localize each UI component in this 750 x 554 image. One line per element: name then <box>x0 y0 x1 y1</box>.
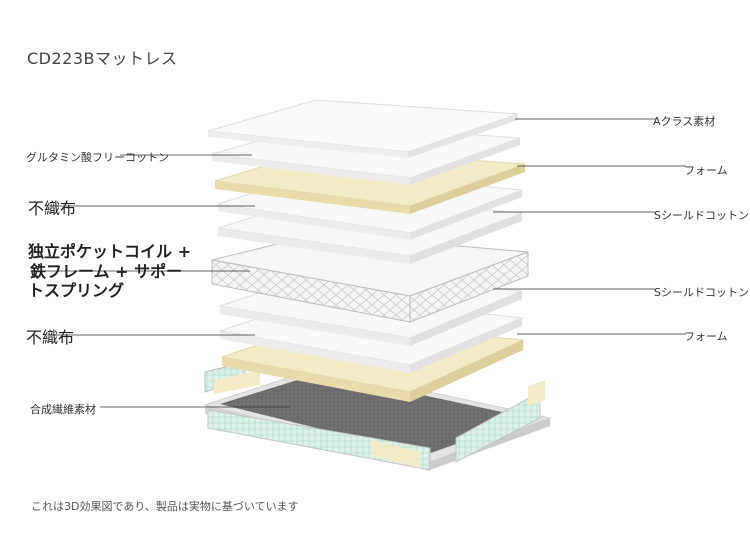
label-s-shield-1: Sシールドコットン <box>654 209 749 222</box>
base-frame <box>203 361 552 471</box>
label-pocket-spring-line-3: トスプリング <box>28 281 125 300</box>
label-foam-1: フォーム <box>684 164 728 177</box>
leader-lines-left <box>32 154 290 408</box>
label-foam-2: フォーム <box>684 330 728 343</box>
layer-a-class <box>207 99 519 158</box>
leader-lines-right <box>493 118 686 335</box>
footnote: これは3D効果図であり、製品は実物に基づいています <box>31 500 299 513</box>
label-nonwoven-1: 不織布 <box>28 199 77 218</box>
layer-pocket-spring <box>211 233 529 323</box>
label-pocket-spring-line-2: 鉄フレーム + サポー <box>30 262 183 281</box>
label-s-shield-2: Sシールドコットン <box>654 286 749 299</box>
label-pocket-spring-line-1: 独立ポケットコイル + <box>28 242 191 261</box>
page-title: CD223Bマットレス <box>27 49 178 68</box>
label-glutamine-cotton: グルタミン酸フリーコットン <box>26 151 169 164</box>
label-synthetic-fiber: 合成繊維素材 <box>30 403 96 416</box>
label-a-class: Aクラス素材 <box>653 115 716 128</box>
label-nonwoven-2: 不織布 <box>26 328 75 347</box>
